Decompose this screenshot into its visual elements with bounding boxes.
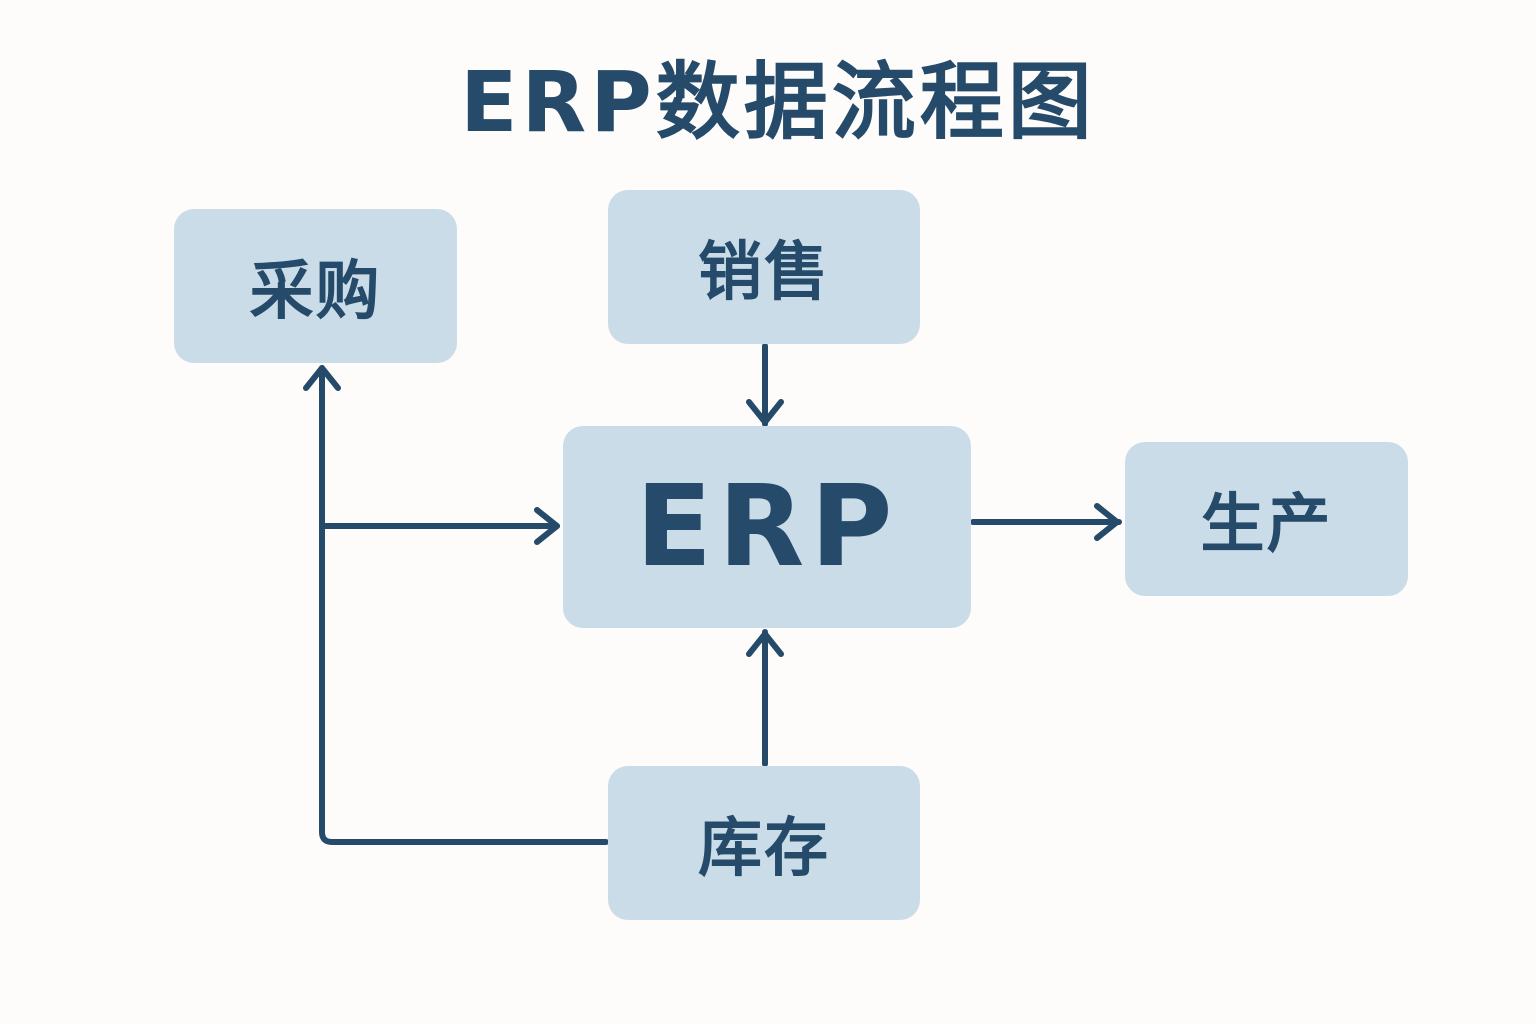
node-label: ERP (635, 462, 899, 592)
node-label: 销售 (698, 236, 830, 310)
node-label: 生产 (1200, 488, 1333, 562)
node-label: 库存 (698, 812, 830, 886)
edge-sales-to-erp (746, 343, 784, 427)
node-production[interactable]: 生产 (1125, 442, 1408, 596)
arrow-head-right-icon (534, 507, 560, 545)
arrow-head-up-icon (303, 365, 341, 391)
arrow-head-down-icon (746, 399, 784, 425)
edge-inventory-to-erp (746, 629, 784, 767)
node-sales[interactable]: 销售 (608, 190, 920, 344)
diagram-title: ERP数据流程图 (460, 53, 1096, 151)
arrow-head-right-icon (1094, 503, 1120, 541)
edge-inventory-to-purchase (303, 365, 609, 845)
edge-branch-to-erp (319, 507, 560, 545)
node-purchase[interactable]: 采购 (174, 209, 457, 363)
edge-erp-to-production (970, 503, 1122, 541)
node-inventory[interactable]: 库存 (608, 766, 920, 920)
node-erp[interactable]: ERP (563, 426, 971, 628)
node-label: 采购 (249, 255, 382, 329)
arrow-head-up-icon (746, 631, 784, 657)
